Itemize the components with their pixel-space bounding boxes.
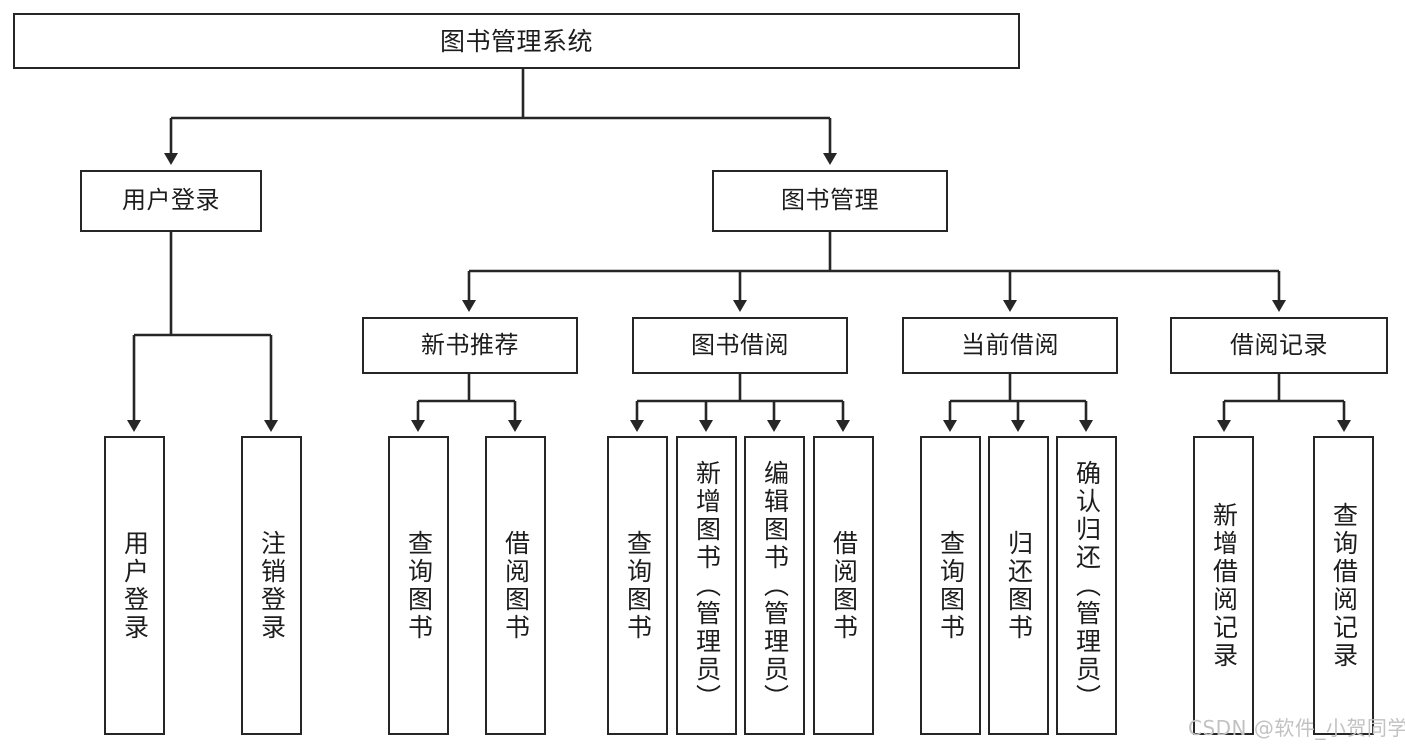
leaf-book-borrow-edit[interactable]: 编辑图书（管理员）	[744, 436, 805, 735]
node-label: 编辑图书（管理员）	[760, 459, 790, 712]
node-label: 图书借阅	[691, 330, 789, 359]
leaf-book-borrow-query[interactable]: 查询图书	[607, 436, 668, 735]
node-new-book-recommend[interactable]: 新书推荐	[362, 317, 578, 374]
node-root-system[interactable]: 图书管理系统	[13, 13, 1020, 69]
node-current-borrow[interactable]: 当前借阅	[902, 317, 1118, 374]
leaf-book-borrow-add[interactable]: 新增图书（管理员）	[676, 436, 737, 735]
leaf-current-borrow-return[interactable]: 归还图书	[988, 436, 1049, 735]
node-label: 新书推荐	[421, 330, 519, 359]
node-label: 借阅图书	[501, 529, 531, 642]
node-label: 新增图书（管理员）	[692, 459, 722, 712]
node-label: 归还图书	[1004, 529, 1034, 642]
leaf-current-borrow-confirm-return[interactable]: 确认归还（管理员）	[1056, 436, 1117, 735]
node-label: 查询图书	[404, 529, 434, 642]
node-label: 确认归还（管理员）	[1072, 459, 1102, 712]
node-label: 查询图书	[936, 529, 966, 642]
node-label: 图书管理	[781, 186, 879, 215]
leaf-borrow-record-add[interactable]: 新增借阅记录	[1193, 436, 1254, 735]
node-label: 当前借阅	[961, 330, 1059, 359]
node-label: 查询借阅记录	[1329, 501, 1359, 670]
node-label: 注销登录	[257, 529, 287, 642]
leaf-new-book-query[interactable]: 查询图书	[388, 436, 449, 735]
node-label: 用户登录	[122, 186, 220, 215]
node-label: 借阅图书	[829, 529, 859, 642]
node-book-borrow[interactable]: 图书借阅	[632, 317, 848, 374]
leaf-user-login-logout[interactable]: 注销登录	[241, 436, 302, 735]
node-label: 借阅记录	[1230, 330, 1328, 359]
node-user-login[interactable]: 用户登录	[80, 170, 262, 232]
leaf-current-borrow-query[interactable]: 查询图书	[920, 436, 981, 735]
node-book-management[interactable]: 图书管理	[712, 170, 948, 232]
leaf-new-book-borrow[interactable]: 借阅图书	[485, 436, 546, 735]
node-label: 新增借阅记录	[1209, 501, 1239, 670]
node-label: 查询图书	[623, 529, 653, 642]
csdn-watermark: CSDN @软件_小贺同学	[1188, 716, 1405, 740]
node-label: 用户登录	[120, 529, 150, 642]
leaf-user-login-login[interactable]: 用户登录	[104, 436, 165, 735]
node-label: 图书管理系统	[439, 26, 593, 56]
node-borrow-record[interactable]: 借阅记录	[1170, 317, 1388, 374]
leaf-book-borrow-borrow[interactable]: 借阅图书	[813, 436, 874, 735]
leaf-borrow-record-query[interactable]: 查询借阅记录	[1313, 436, 1374, 735]
